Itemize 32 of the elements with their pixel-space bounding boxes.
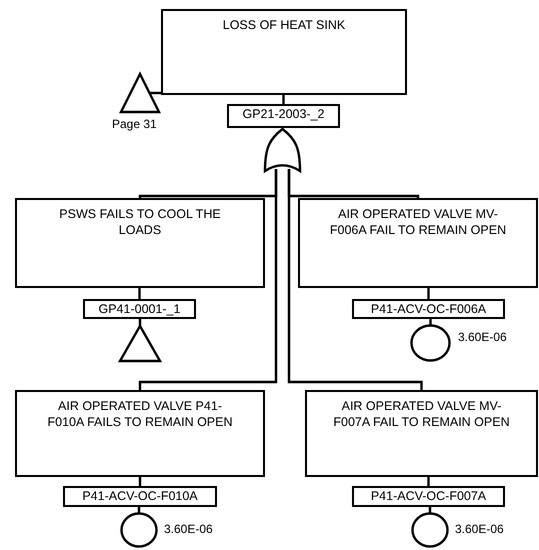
connector-line	[138, 288, 141, 300]
probability-value: 3.60E-06	[164, 522, 213, 536]
gate-id-box	[352, 486, 505, 507]
event-description: PSWS FAILS TO COOL THE LOADS	[59, 207, 221, 237]
event-description: LOSS OF HEAT SINK	[222, 18, 346, 32]
event-description: AIR OPERATED VALVE MV-F007A FAIL TO REMAIN OPEN	[333, 399, 510, 429]
gate-id: P41-ACV-OC-F010A	[82, 489, 198, 503]
gate-id-box	[227, 104, 340, 128]
probability-value: 3.60E-06	[458, 330, 507, 344]
gate-id: GP41-0001-_1	[98, 302, 180, 316]
connector-line	[150, 92, 162, 94]
gate-id: P41-ACV-OC-F007A	[370, 489, 486, 503]
connector-line	[427, 288, 430, 300]
event-box	[15, 198, 265, 288]
gate-id-box	[352, 299, 505, 319]
connector-line	[282, 95, 285, 105]
gate-id-box	[63, 486, 217, 507]
gate-id: GP21-2003-_2	[242, 107, 324, 121]
gate-id-box	[83, 299, 196, 319]
gate-id: P41-ACV-OC-F006A	[370, 302, 486, 316]
connector-line	[288, 169, 423, 391]
probability-value: 3.60E-06	[455, 522, 504, 536]
event-box	[298, 198, 538, 288]
event-description: AIR OPERATED VALVE P41-F010A FAILS TO REMAIN OPEN	[47, 399, 233, 429]
connector-line	[138, 169, 278, 391]
connector-line	[138, 477, 142, 487]
event-description: AIR OPERATED VALVE MV-F006A FAIL TO REMAIN OPEN	[330, 207, 506, 237]
event-box	[305, 390, 538, 477]
event-box	[161, 9, 407, 95]
event-box	[15, 390, 265, 477]
connector-line	[427, 477, 430, 487]
page-reference: Page 31	[112, 117, 157, 131]
